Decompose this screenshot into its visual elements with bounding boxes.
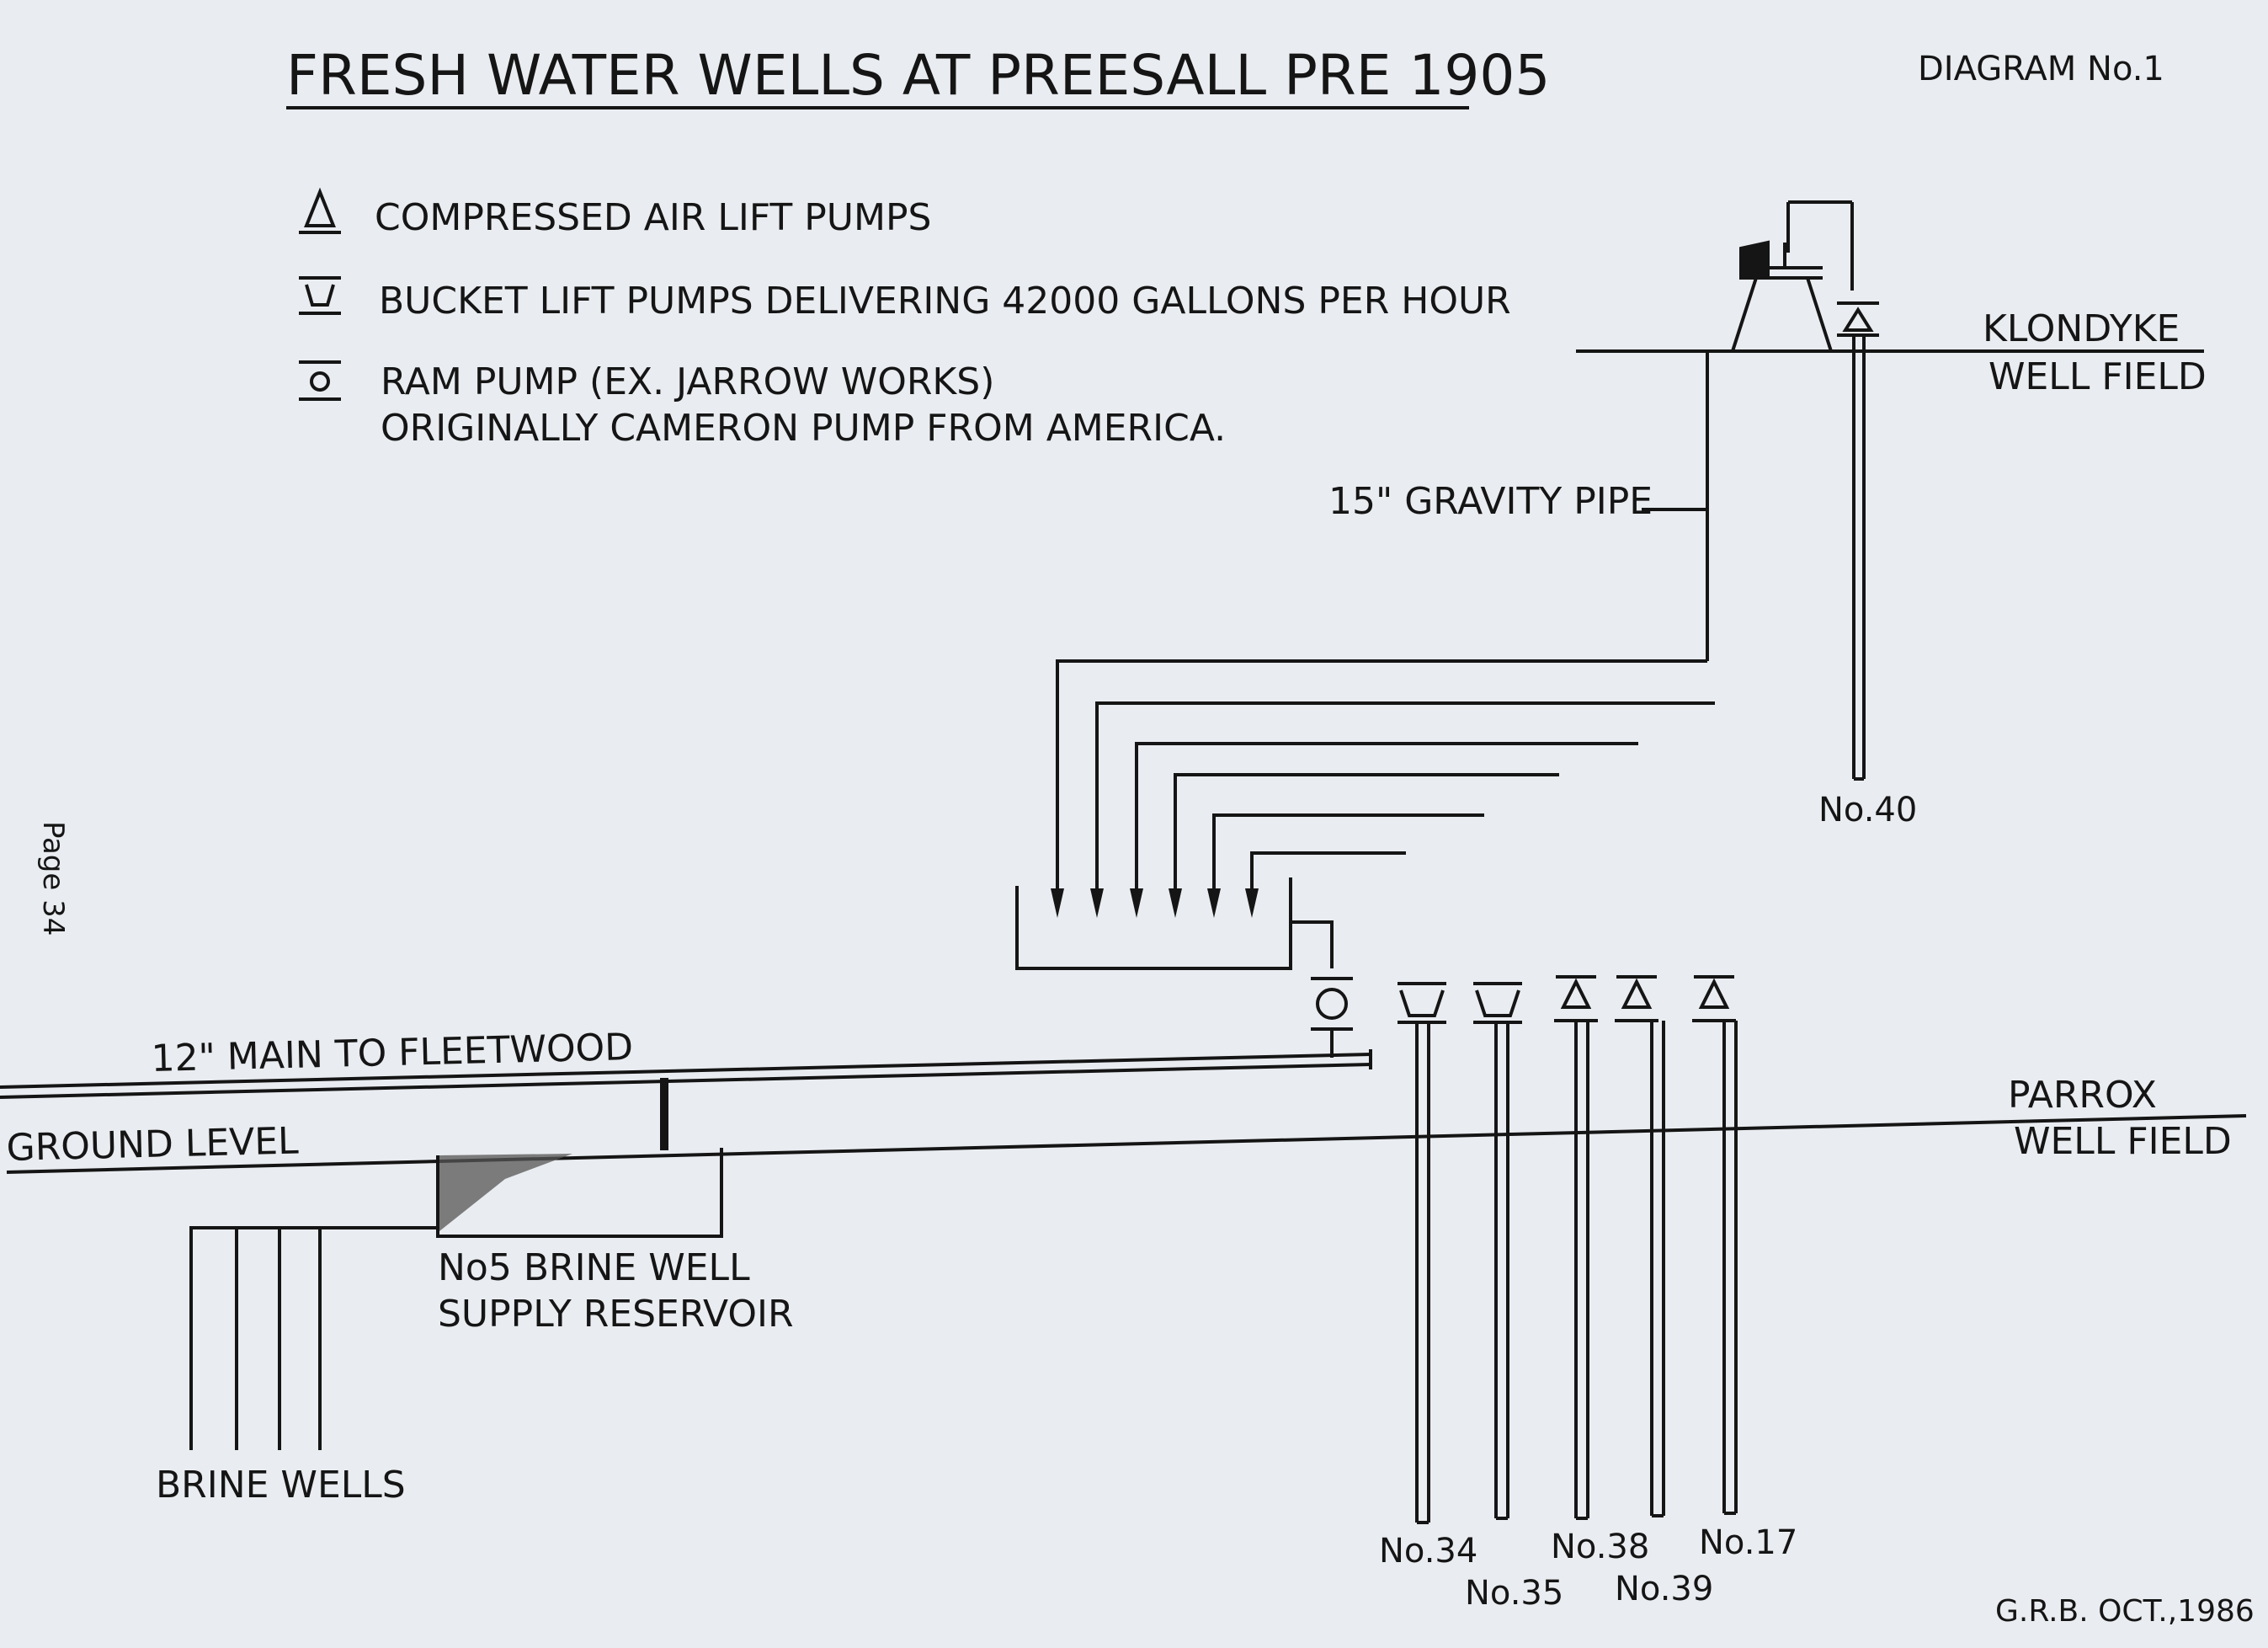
legend-ram-pump-text-2: ORIGINALLY CAMERON PUMP FROM AMERICA. xyxy=(381,407,1226,450)
brine-wells xyxy=(189,1226,438,1450)
diagram-number: DIAGRAM No.1 xyxy=(1918,50,2164,88)
well-35-label: No.35 xyxy=(1465,1574,1563,1613)
well-17-label: No.17 xyxy=(1699,1523,1797,1562)
legend-ram-pump-text: RAM PUMP (EX. JARROW WORKS) xyxy=(381,360,994,403)
parrox-triangle-pump-icon-17 xyxy=(1692,975,1736,1022)
well-40-pipe xyxy=(1852,335,1866,781)
parrox-label-2: WELL FIELD xyxy=(2014,1120,2232,1163)
legend-air-lift-text: COMPRESSED AIR LIFT PUMPS xyxy=(375,196,931,239)
klondyke-triangle-pump-icon xyxy=(1837,301,1879,337)
ram-pump-icon xyxy=(299,360,341,401)
parrox-bucket-pump-icon-34 xyxy=(1398,982,1446,1024)
parrox-triangle-pump-icon-38 xyxy=(1554,975,1598,1022)
klondyke-label-2: WELL FIELD xyxy=(1988,355,2207,398)
main-to-fleetwood-pipe xyxy=(0,1049,1372,1099)
triangle-pump-icon xyxy=(299,187,341,234)
diagram-title: FRESH WATER WELLS AT PREESALL PRE 1905 xyxy=(286,43,1550,108)
reservoir-label-1: No5 BRINE WELL xyxy=(438,1246,750,1289)
ground-level-label: GROUND LEVEL xyxy=(6,1120,300,1170)
bucket-pump-icon xyxy=(299,276,341,315)
brine-reservoir xyxy=(436,1148,723,1238)
author-date: G.R.B. OCT.,1986 xyxy=(1995,1594,2255,1629)
legend-bucket-lift-text: BUCKET LIFT PUMPS DELIVERING 42000 GALLO… xyxy=(379,280,1511,323)
well-34-label: No.34 xyxy=(1379,1532,1477,1571)
klondyke-tower xyxy=(1731,200,1854,352)
brine-wells-label: BRINE WELLS xyxy=(156,1464,406,1507)
ground-level-line xyxy=(6,1114,2247,1174)
parrox-bucket-pump-icon-35 xyxy=(1473,982,1522,1024)
reservoir-label-2: SUPPLY RESERVOIR xyxy=(438,1293,794,1336)
parrox-label-1: PARROX xyxy=(2008,1074,2157,1117)
well-40-label: No.40 xyxy=(1818,791,1917,829)
parrox-triangle-pump-icon-39 xyxy=(1615,975,1658,1022)
legend: COMPRESSED AIR LIFT PUMPS BUCKET LIFT PU… xyxy=(299,187,1511,450)
klondyke-label-1: KLONDYKE xyxy=(1983,307,2180,350)
well-39-label: No.39 xyxy=(1615,1570,1713,1608)
parrox-ram-pump-icon xyxy=(1311,977,1353,1058)
main-support-post xyxy=(660,1078,668,1150)
gravity-pipe-label: 15" GRAVITY PIPE xyxy=(1328,480,1653,523)
well-38-label: No.38 xyxy=(1551,1528,1649,1566)
well-pipes xyxy=(1415,1021,1738,1524)
delivery-pipes xyxy=(1015,659,1715,970)
page-label: Page 34 xyxy=(36,821,70,936)
delivery-arrows xyxy=(1051,888,1259,918)
